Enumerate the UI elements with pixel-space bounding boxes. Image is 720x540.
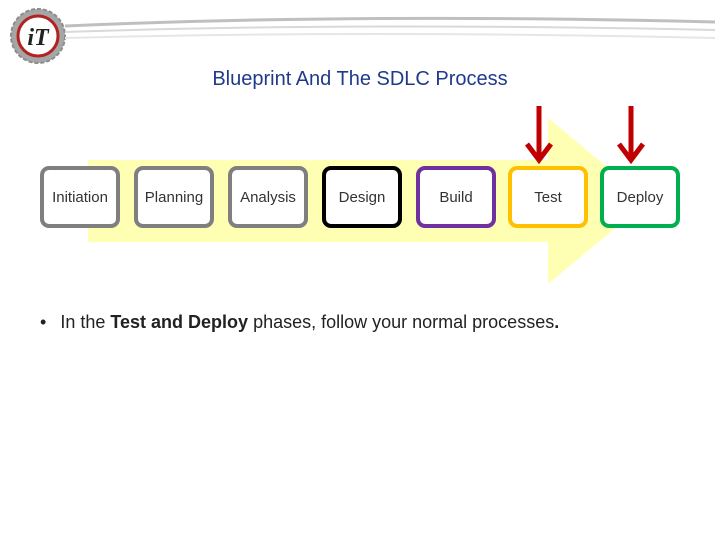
phase-label: Planning: [144, 188, 204, 206]
phase-build: Build: [416, 166, 496, 228]
deploy-marker-arrow-icon: [617, 106, 645, 164]
phase-label: Analysis: [240, 188, 296, 206]
page-title: Blueprint And The SDLC Process: [212, 68, 508, 90]
phase-analysis: Analysis: [228, 166, 308, 228]
bullet-text-part2: phases, follow your normal processes: [248, 312, 555, 332]
phase-initiation: Initiation: [40, 166, 120, 228]
logo-text: iT: [27, 25, 50, 51]
phase-label: Deploy: [616, 188, 664, 206]
phase-test: Test: [508, 166, 588, 228]
phase-deploy: Deploy: [600, 166, 680, 228]
phase-planning: Planning: [134, 166, 214, 228]
phase-design: Design: [322, 166, 402, 228]
it-logo: iT: [10, 8, 66, 64]
header-swoosh: [64, 16, 716, 39]
bullet-marker: •: [40, 312, 47, 332]
phase-label: Test: [534, 188, 562, 206]
phase-label: Design: [338, 188, 386, 206]
phase-label: Initiation: [52, 188, 108, 206]
bullet-text-part1: In the: [60, 312, 111, 332]
phase-label: Build: [439, 188, 473, 206]
bullet-point: • In the Test and Deploy phases, follow y…: [40, 312, 700, 333]
bullet-text-bold: Test and Deploy: [110, 312, 249, 332]
test-marker-arrow-icon: [525, 106, 553, 164]
bullet-text-end: .: [554, 312, 560, 332]
